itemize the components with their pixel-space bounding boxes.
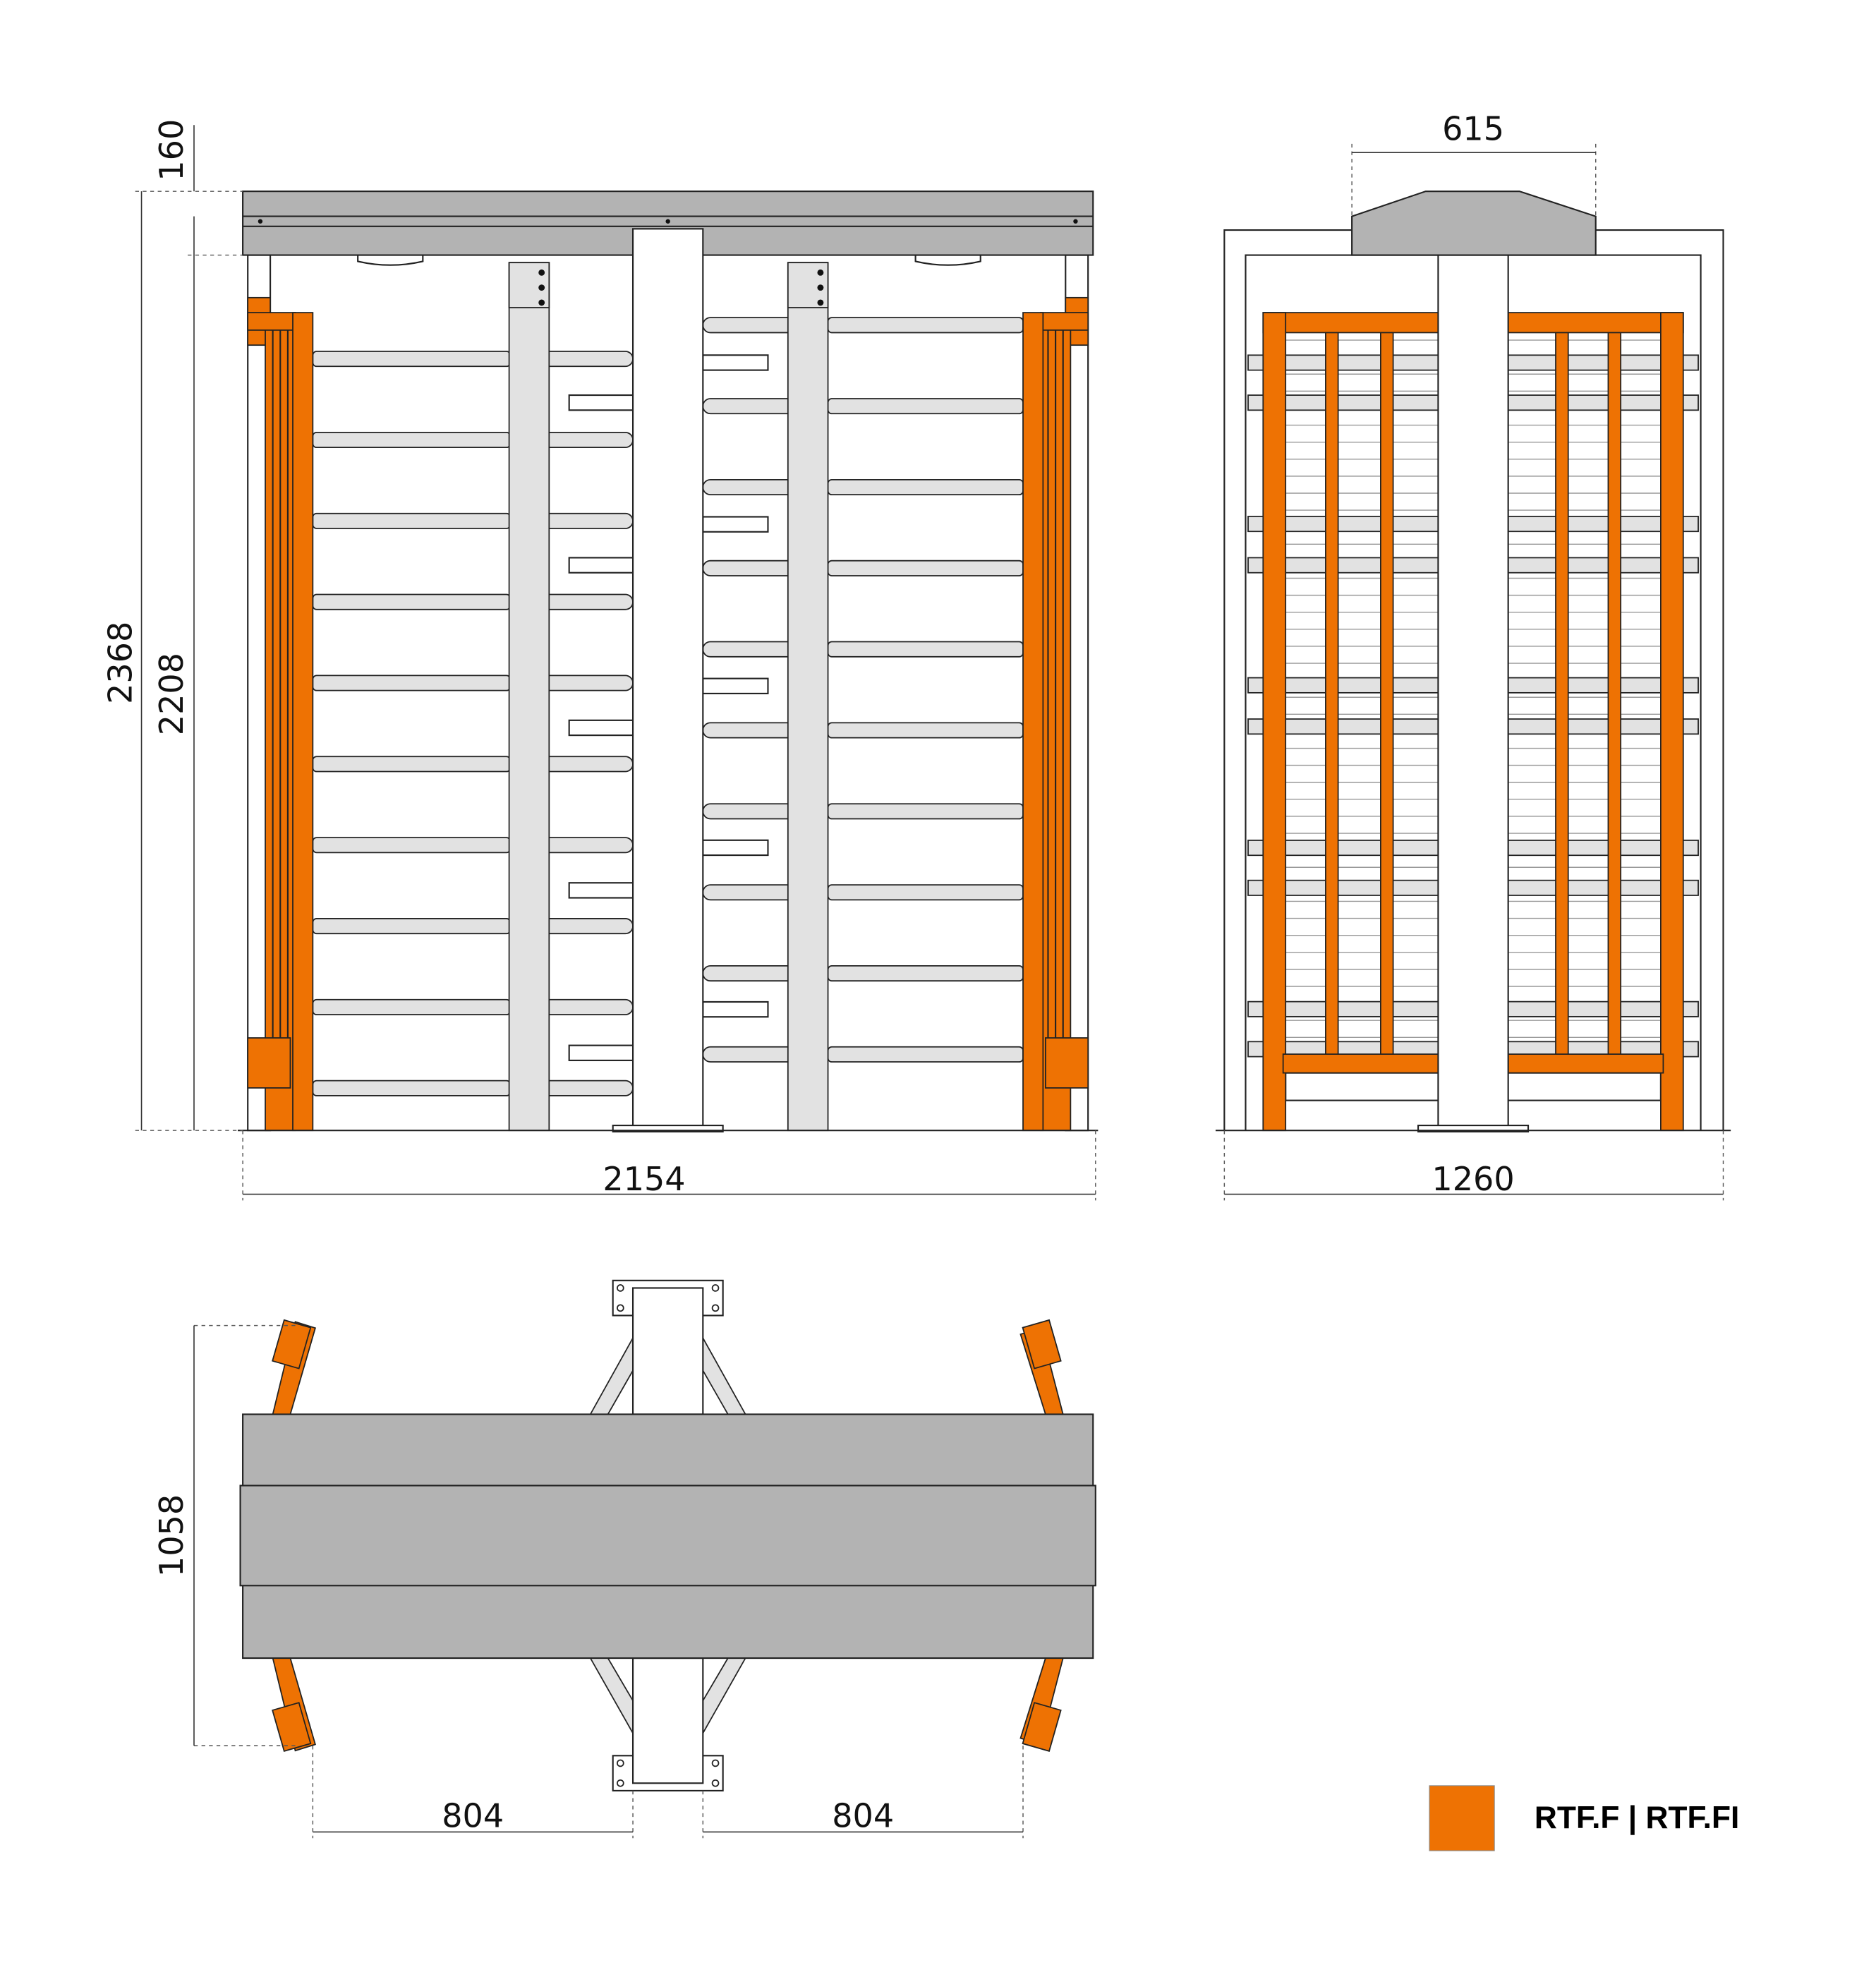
legend: RTF.F | RTF.FI	[1429, 1785, 1739, 1851]
rotor-arm	[827, 803, 1024, 820]
dim-cap-width: 615	[1442, 109, 1504, 147]
rotor-arm	[827, 560, 1024, 576]
dim-total-height: 2368	[101, 622, 139, 704]
arm-stub	[568, 394, 634, 411]
arm-stub	[568, 719, 634, 737]
right-orange-frame	[1022, 312, 1044, 1132]
side-orange-right	[1660, 312, 1684, 1132]
rotor-arm	[312, 593, 512, 610]
top-view: 1058 804 804	[152, 1279, 1096, 1839]
lamp-right	[914, 254, 981, 266]
rotor-arm	[827, 317, 1024, 334]
rotor-arm	[827, 398, 1024, 415]
rotor-arm	[312, 1080, 512, 1096]
arm-stub	[702, 839, 769, 857]
dim-top-height: 160	[152, 119, 190, 181]
left-rotor-post	[508, 262, 550, 1132]
left-orange-frame	[292, 312, 314, 1132]
arm-stub	[568, 1044, 634, 1061]
dim-right-passage: 804	[832, 1796, 894, 1834]
side-center-post	[1437, 254, 1509, 1132]
rotor-arm	[312, 756, 512, 773]
rotor-arm	[312, 431, 512, 449]
lamp-left	[357, 254, 424, 266]
arm-stub	[702, 1000, 769, 1018]
rotor-arm	[827, 965, 1024, 982]
arm-stub	[702, 354, 769, 371]
dim-width: 2154	[603, 1160, 685, 1198]
rotor-arm	[827, 884, 1024, 901]
arm-stub	[568, 882, 634, 899]
center-base-plate	[612, 1125, 724, 1132]
right-rotor-post	[787, 262, 829, 1132]
legend-swatch	[1429, 1785, 1495, 1851]
dim-passage-height: 2208	[152, 653, 190, 735]
arm-stub	[702, 677, 769, 694]
rotor-arm	[312, 837, 512, 854]
rotor-arm	[312, 675, 512, 691]
rotor-arm	[312, 512, 512, 529]
arm-stub	[702, 516, 769, 533]
center-post	[631, 228, 704, 1132]
side-top-cap	[1351, 191, 1597, 256]
dim-depth: 1260	[1432, 1160, 1514, 1198]
side-view: 615 1260	[1215, 109, 1731, 1201]
rotor-arm	[312, 918, 512, 935]
arm-stub	[568, 557, 634, 574]
rotor-arm	[312, 351, 512, 368]
rotor-arm	[827, 478, 1024, 496]
rotor-arm	[827, 722, 1024, 739]
rotor-arm	[312, 998, 512, 1015]
legend-label: RTF.F | RTF.FI	[1535, 1801, 1739, 1836]
dim-left-passage: 804	[442, 1796, 504, 1834]
side-orange-left	[1262, 312, 1287, 1132]
rotor-arm	[827, 641, 1024, 658]
rotor-arm	[827, 1046, 1024, 1063]
dim-leg-span: 1058	[152, 1494, 190, 1577]
front-view: 160 2368 2208 2154	[101, 119, 1099, 1201]
